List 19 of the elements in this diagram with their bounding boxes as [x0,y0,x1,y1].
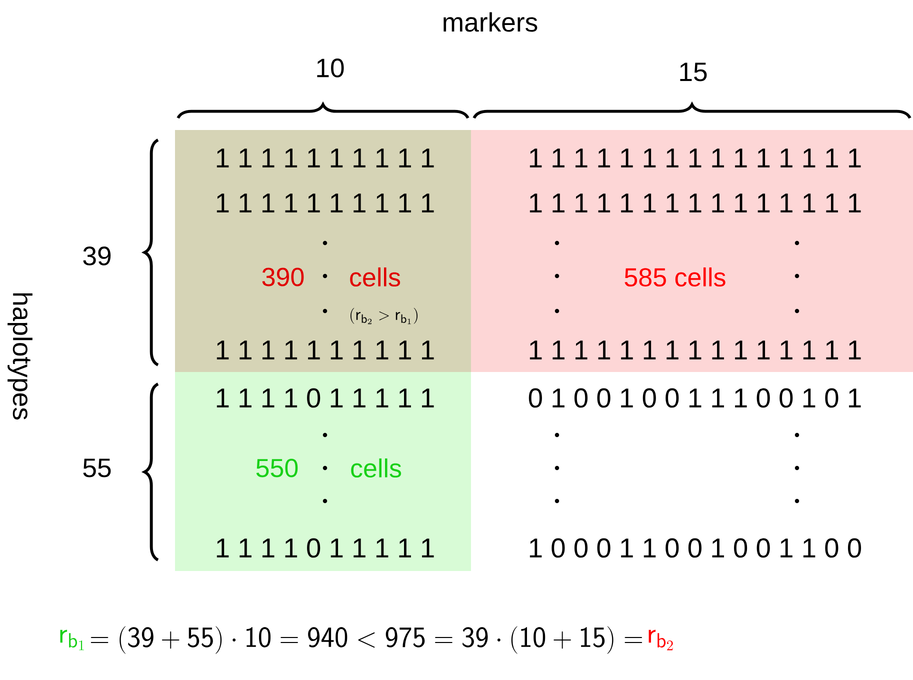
formula: $= \mathsf{(39 + 55)} \cdot \mathsf{10} = \mathsf{940} < \mathsf{975} = \mathsf{39} \cdot \mathsf{(10 + 15)} =$ [90,626,642,654]
axis-title: markers [444,12,538,32]
label: 1 1 1 1 1 1 1 1 1 1 [216,194,434,212]
label: 1 1 1 1 1 1 1 1 1 1 1 1 1 1 1 [530,194,861,212]
label: 1 1 1 1 1 1 1 1 1 1 [216,340,434,360]
label: 1 1 1 1 0 1 1 1 1 1 [216,388,434,408]
label: 1 1 1 1 1 1 1 1 1 1 [216,148,434,168]
label: 1 1 1 1 1 1 1 1 1 1 1 1 1 1 1 [530,340,861,360]
label: 0 1 0 0 1 0 0 1 1 1 0 0 1 0 1 [528,388,861,408]
formula: $\mathsf{r}_{\mathsf{b}_2}$ [648,630,673,650]
label: 1 0 0 0 1 1 0 0 1 0 0 1 1 0 0 [530,538,862,558]
count-label: 15 [680,62,707,82]
count-label: 39 [83,246,111,266]
label: 1 1 1 1 1 1 1 1 1 1 1 1 1 1 1 [530,148,861,168]
count-label: 55 [83,458,111,478]
formula: $\mathsf{r}_{\mathsf{b}_1}$ [60,630,84,650]
axis-title: haplotypes [8,293,32,420]
label: 1 1 1 1 0 1 1 1 1 1 [216,538,434,558]
count-label: 10 [317,58,344,78]
